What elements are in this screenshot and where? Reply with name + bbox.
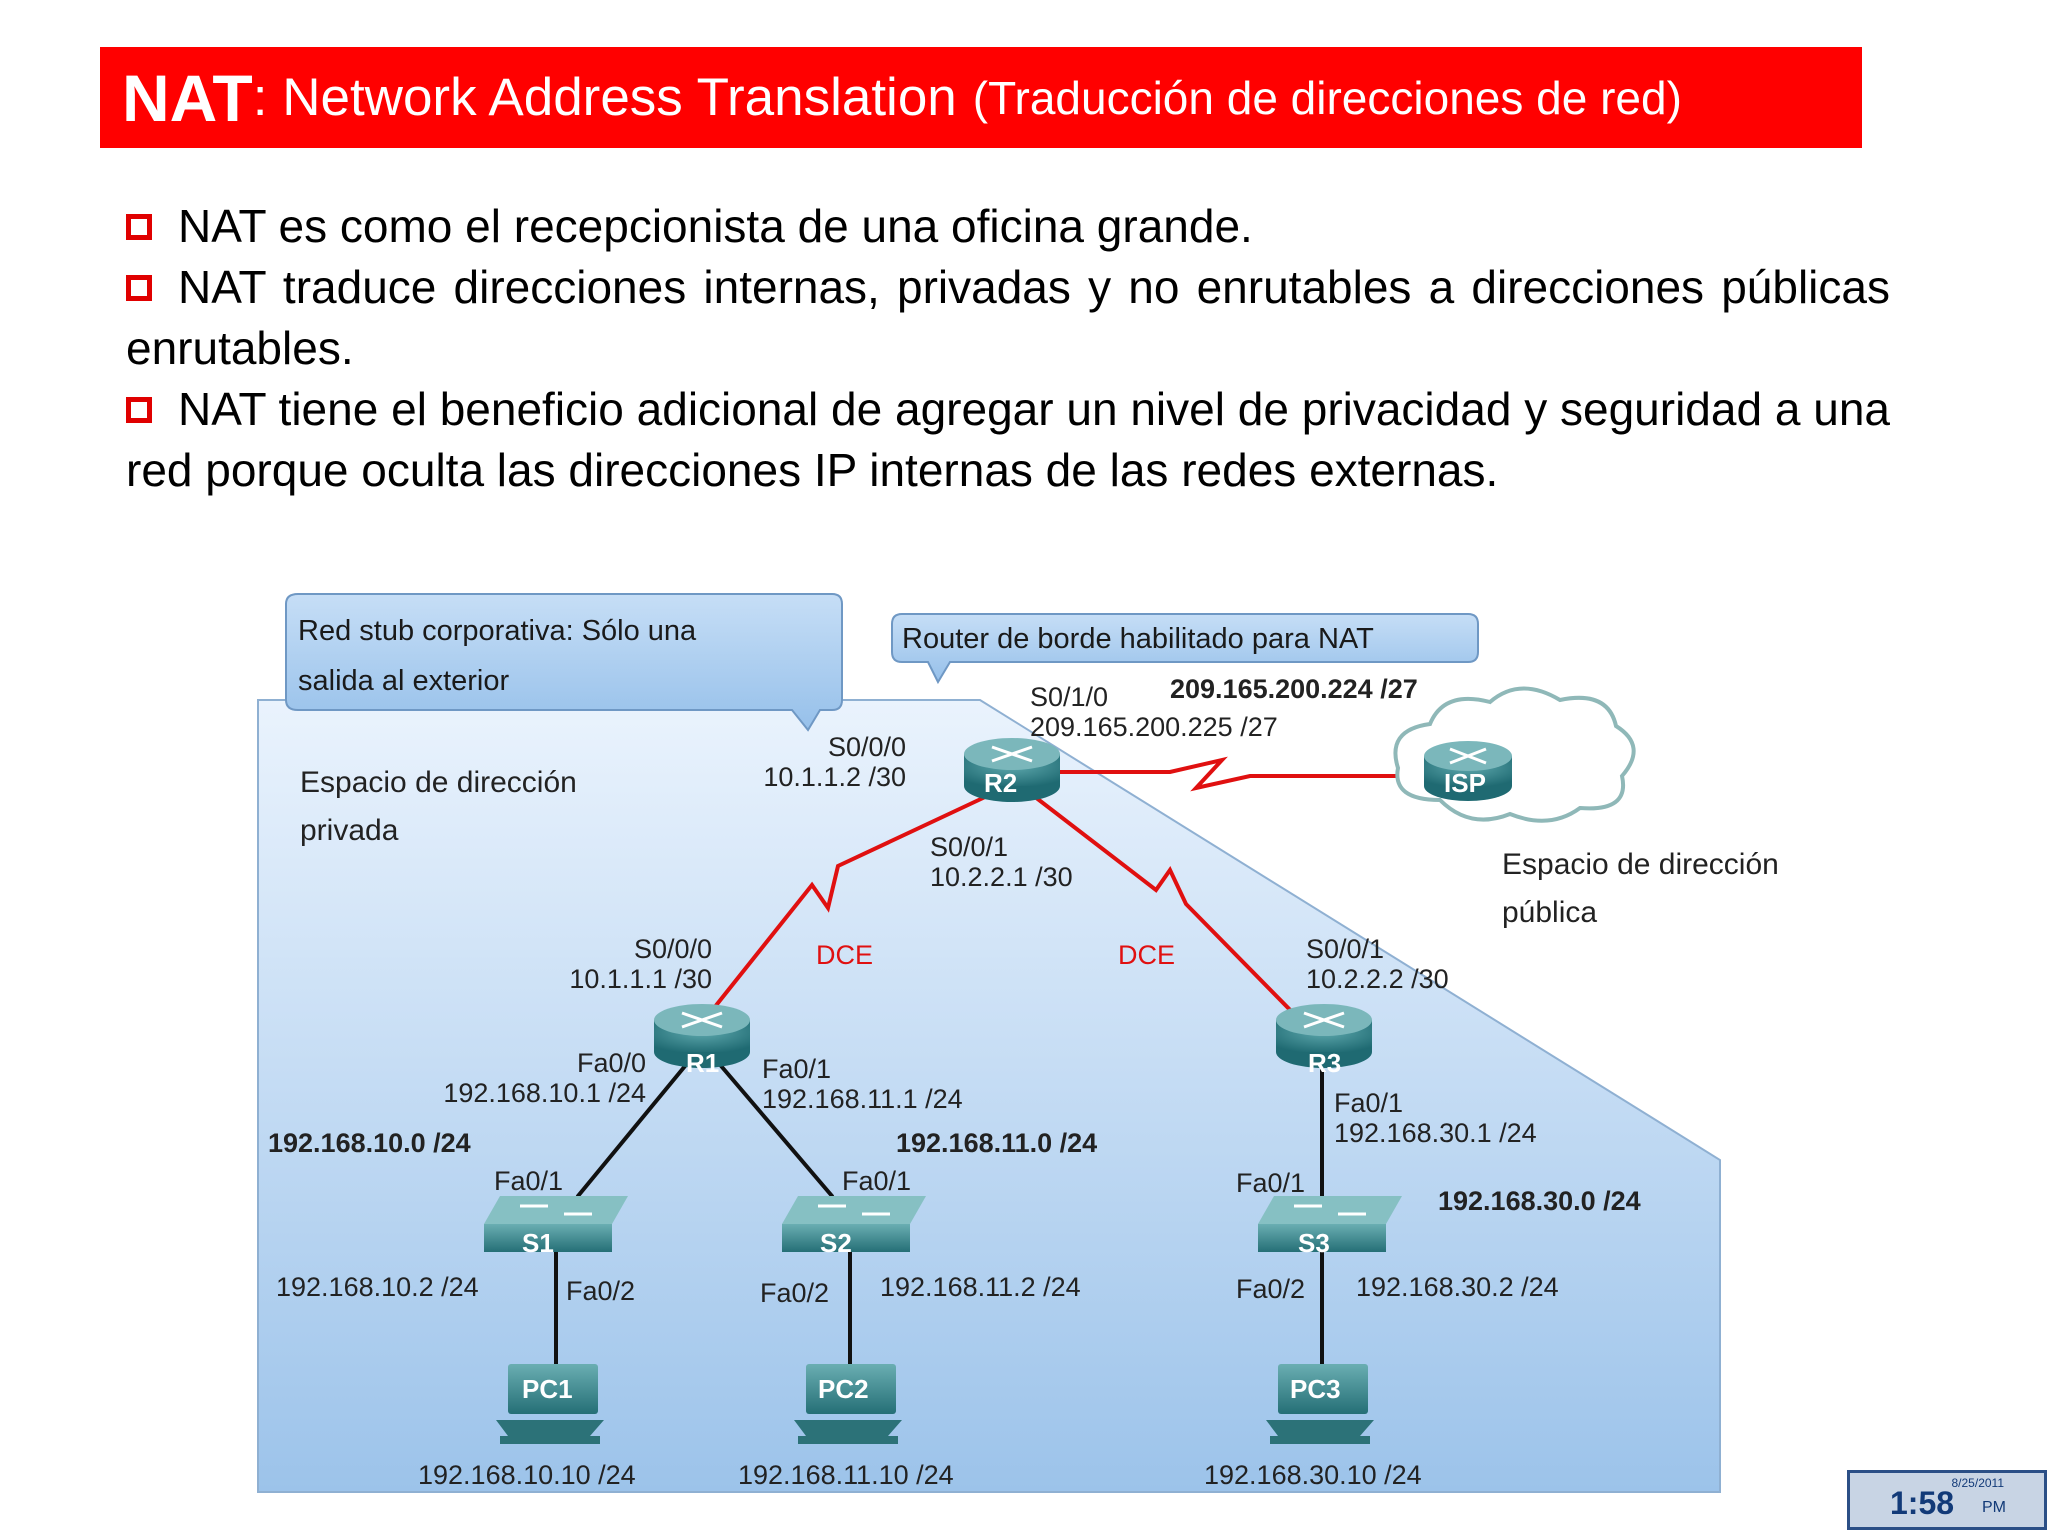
- slide-title: NAT: Network Address Translation (Traducc…: [100, 47, 1862, 148]
- bullet-item: NAT tiene el beneficio adicional de agre…: [126, 379, 1890, 501]
- router-r1-icon: R1: [654, 1004, 750, 1078]
- link-r1-s1: [576, 1058, 692, 1198]
- r1-fa01-label: Fa0/1: [762, 1054, 831, 1084]
- r2-s001-ip: 10.2.2.1 /30: [930, 862, 1073, 892]
- router-r3-icon: R3: [1276, 1004, 1372, 1078]
- callout-stub-line2: salida al exterior: [298, 665, 509, 697]
- interface-labels: S0/1/0 209.165.200.225 /27 209.165.200.2…: [268, 674, 1641, 1490]
- r1-fa01-ip: 192.168.11.1 /24: [762, 1084, 963, 1114]
- serial-link-r1-r2: [704, 788, 1002, 1020]
- s3-fa01-label: Fa0/1: [1236, 1168, 1305, 1198]
- clock-date: 8/25/2011: [1951, 1476, 2005, 1490]
- s1-ip: 192.168.10.2 /24: [276, 1272, 479, 1302]
- s2-ip: 192.168.11.2 /24: [880, 1272, 1081, 1302]
- pc1-ip: 192.168.10.10 /24: [418, 1460, 636, 1490]
- s2-fa02-label: Fa0/2: [760, 1278, 829, 1308]
- s1-fa01-label: Fa0/1: [494, 1166, 563, 1196]
- r2-s001-label: S0/0/1: [930, 832, 1008, 862]
- r1-fa00-ip: 192.168.10.1 /24: [443, 1078, 646, 1108]
- callout-stub-line1: Red stub corporativa: Sólo una: [298, 615, 697, 647]
- device-label-s1: S1: [522, 1228, 554, 1258]
- switch-s1-icon: S1: [484, 1196, 628, 1258]
- s2-fa01-label: Fa0/1: [842, 1166, 911, 1196]
- network-11-label: 192.168.11.0 /24: [896, 1128, 1097, 1158]
- callout-stub-network: Red stub corporativa: Sólo una salida al…: [285, 593, 843, 732]
- serial-link-r2-isp: [1028, 756, 1412, 792]
- network-30-label: 192.168.30.0 /24: [1438, 1186, 1641, 1216]
- public-network-address: 209.165.200.224 /27: [1170, 674, 1418, 704]
- bullet-text: NAT traduce direcciones internas, privad…: [126, 261, 1890, 374]
- router-r2-icon: R2: [964, 738, 1060, 802]
- router-isp-icon: ISP: [1424, 741, 1512, 801]
- title-parenthetical: (Traducción de direcciones de red): [972, 71, 1682, 124]
- callout-border-router: Router de borde habilitado para NAT: [891, 613, 1479, 685]
- bullet-text: NAT es como el recepcionista de una ofic…: [178, 200, 1253, 252]
- serial-link-r2-r3: [1024, 788, 1302, 1022]
- r3-fa01-label: Fa0/1: [1334, 1088, 1403, 1118]
- r2-s010-label: S0/1/0: [1030, 682, 1108, 712]
- pc1-icon: PC1: [496, 1364, 604, 1444]
- r3-fa01-ip: 192.168.30.1 /24: [1334, 1118, 1537, 1148]
- clock-time: 1:58: [1890, 1485, 1955, 1521]
- bullet-box-icon: [126, 397, 152, 423]
- private-space-label-line2: privada: [300, 814, 399, 847]
- taskbar-clock: 8/25/2011 1:58 PM: [1847, 1470, 2047, 1530]
- r1-s000-ip: 10.1.1.1 /30: [569, 964, 712, 994]
- device-label-pc2: PC2: [818, 1374, 869, 1404]
- public-space-label-line1: Espacio de dirección: [1502, 848, 1779, 881]
- callout-border-text: Router de borde habilitado para NAT: [902, 623, 1374, 655]
- r1-s000-label: S0/0/0: [634, 934, 712, 964]
- s3-fa02-label: Fa0/2: [1236, 1274, 1305, 1304]
- title-main: NAT: [122, 60, 253, 135]
- r2-s010-ip: 209.165.200.225 /27: [1030, 712, 1278, 742]
- bullet-list: NAT es como el recepcionista de una ofic…: [126, 196, 1890, 501]
- r2-s000-ip: 10.1.1.2 /30: [763, 762, 906, 792]
- bullet-text: NAT tiene el beneficio adicional de agre…: [126, 383, 1890, 496]
- pc2-icon: PC2: [794, 1364, 902, 1444]
- dce-label-right: DCE: [1118, 940, 1175, 970]
- switch-s2-icon: S2: [782, 1196, 926, 1258]
- device-label-s3: S3: [1298, 1228, 1330, 1258]
- clock-ampm: PM: [1982, 1499, 2006, 1516]
- r1-fa00-label: Fa0/0: [577, 1048, 646, 1078]
- device-label-r1: R1: [686, 1048, 719, 1078]
- r3-s001-label: S0/0/1: [1306, 934, 1384, 964]
- device-label-s2: S2: [820, 1228, 852, 1258]
- title-sub: : Network Address Translation: [252, 68, 957, 127]
- bullet-item: NAT es como el recepcionista de una ofic…: [126, 196, 1890, 257]
- s1-fa02-label: Fa0/2: [566, 1276, 635, 1306]
- device-label-r3: R3: [1308, 1048, 1341, 1078]
- link-r1-s2: [714, 1058, 834, 1198]
- device-label-isp: ISP: [1444, 768, 1486, 798]
- bullet-box-icon: [126, 214, 152, 240]
- private-space-area: [257, 699, 1721, 1493]
- pc3-icon: PC3: [1266, 1364, 1374, 1444]
- device-label-pc1: PC1: [522, 1374, 573, 1404]
- r2-s000-label: S0/0/0: [828, 732, 906, 762]
- links: [554, 756, 1412, 1370]
- public-space-label-line2: pública: [1502, 896, 1597, 929]
- bullet-box-icon: [126, 275, 152, 301]
- device-label-pc3: PC3: [1290, 1374, 1341, 1404]
- device-label-r2: R2: [984, 768, 1017, 798]
- switch-s3-icon: S3: [1258, 1196, 1402, 1258]
- network-10-label: 192.168.10.0 /24: [268, 1128, 471, 1158]
- s3-ip: 192.168.30.2 /24: [1356, 1272, 1559, 1302]
- r3-s001-ip: 10.2.2.2 /30: [1306, 964, 1449, 994]
- bullet-item: NAT traduce direcciones internas, privad…: [126, 257, 1890, 379]
- pc3-ip: 192.168.30.10 /24: [1204, 1460, 1422, 1490]
- pc2-ip: 192.168.11.10 /24: [738, 1460, 954, 1490]
- dce-label-left: DCE: [816, 940, 873, 970]
- private-space-label-line1: Espacio de dirección: [300, 766, 577, 799]
